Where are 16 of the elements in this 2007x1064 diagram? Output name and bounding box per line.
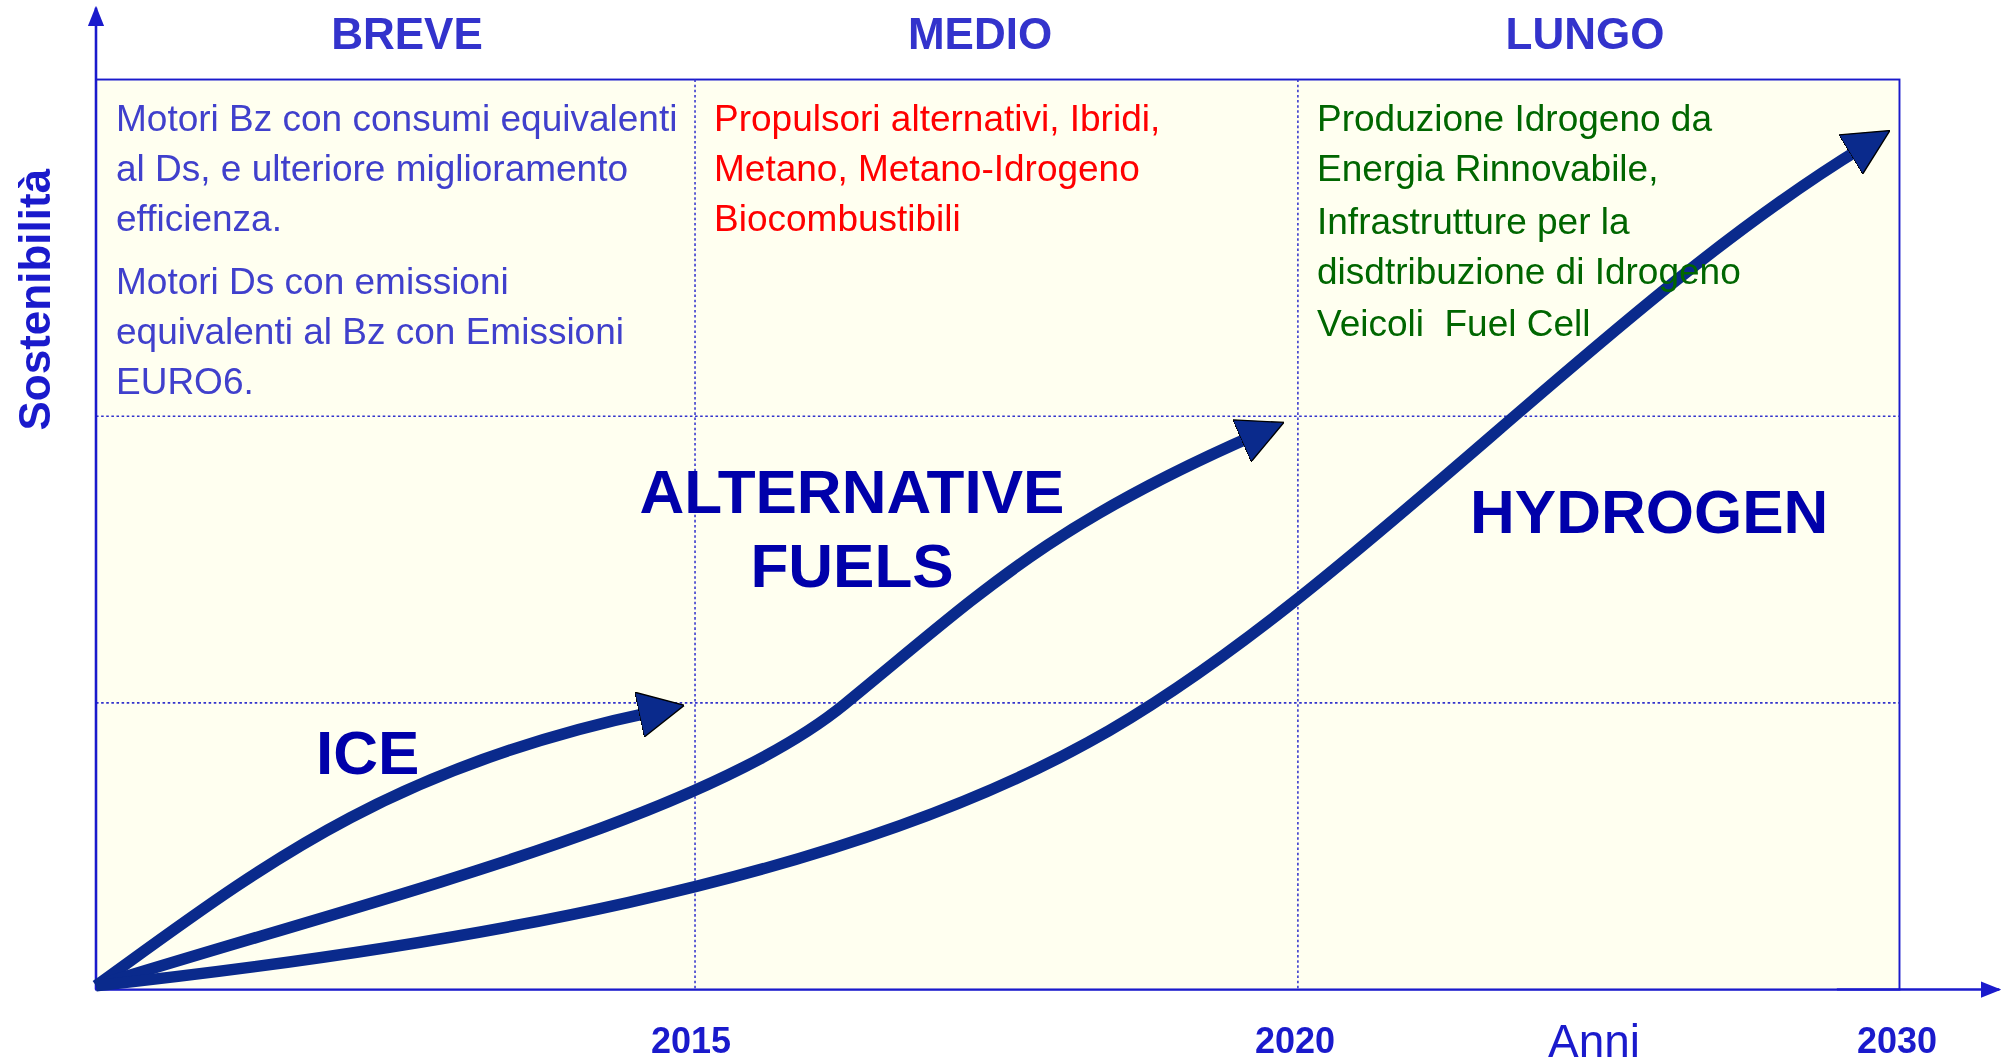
- column-header: BREVE: [330, 8, 484, 60]
- column-header: LUNGO: [1504, 8, 1666, 60]
- cell-text: Motori Bz con consumi equivalenti al Ds, e ulteriore miglioramento efficienza.: [116, 97, 679, 241]
- cell-text: Propulsori alternativi, Ibridi, Metano, Metano-Idrogeno Biocombustibili: [714, 97, 1162, 241]
- column-header: MEDIO: [906, 8, 1054, 60]
- trend-label: HYDROGEN: [1470, 476, 1830, 548]
- trend-label: ALTERNATIVE FUELS: [638, 456, 1066, 603]
- axis-tick-label: 2020: [1253, 1019, 1337, 1063]
- trend-label: ICE: [316, 717, 421, 789]
- axis-title: Sostenibilità: [9, 167, 61, 433]
- axis-tick-label: 2030: [1855, 1019, 1939, 1063]
- cell-text: Motori Ds con emissioni equivalenti al Bz con Emissioni EURO6.: [116, 260, 625, 404]
- axis-tick-label: 2015: [649, 1019, 733, 1063]
- cell-text: Produzione Idrogeno da Energia Rinnovabile,: [1317, 97, 1713, 191]
- axis-title: Anni: [1546, 1014, 1642, 1064]
- cell-text: Veicoli Fuel Cell: [1317, 302, 1592, 346]
